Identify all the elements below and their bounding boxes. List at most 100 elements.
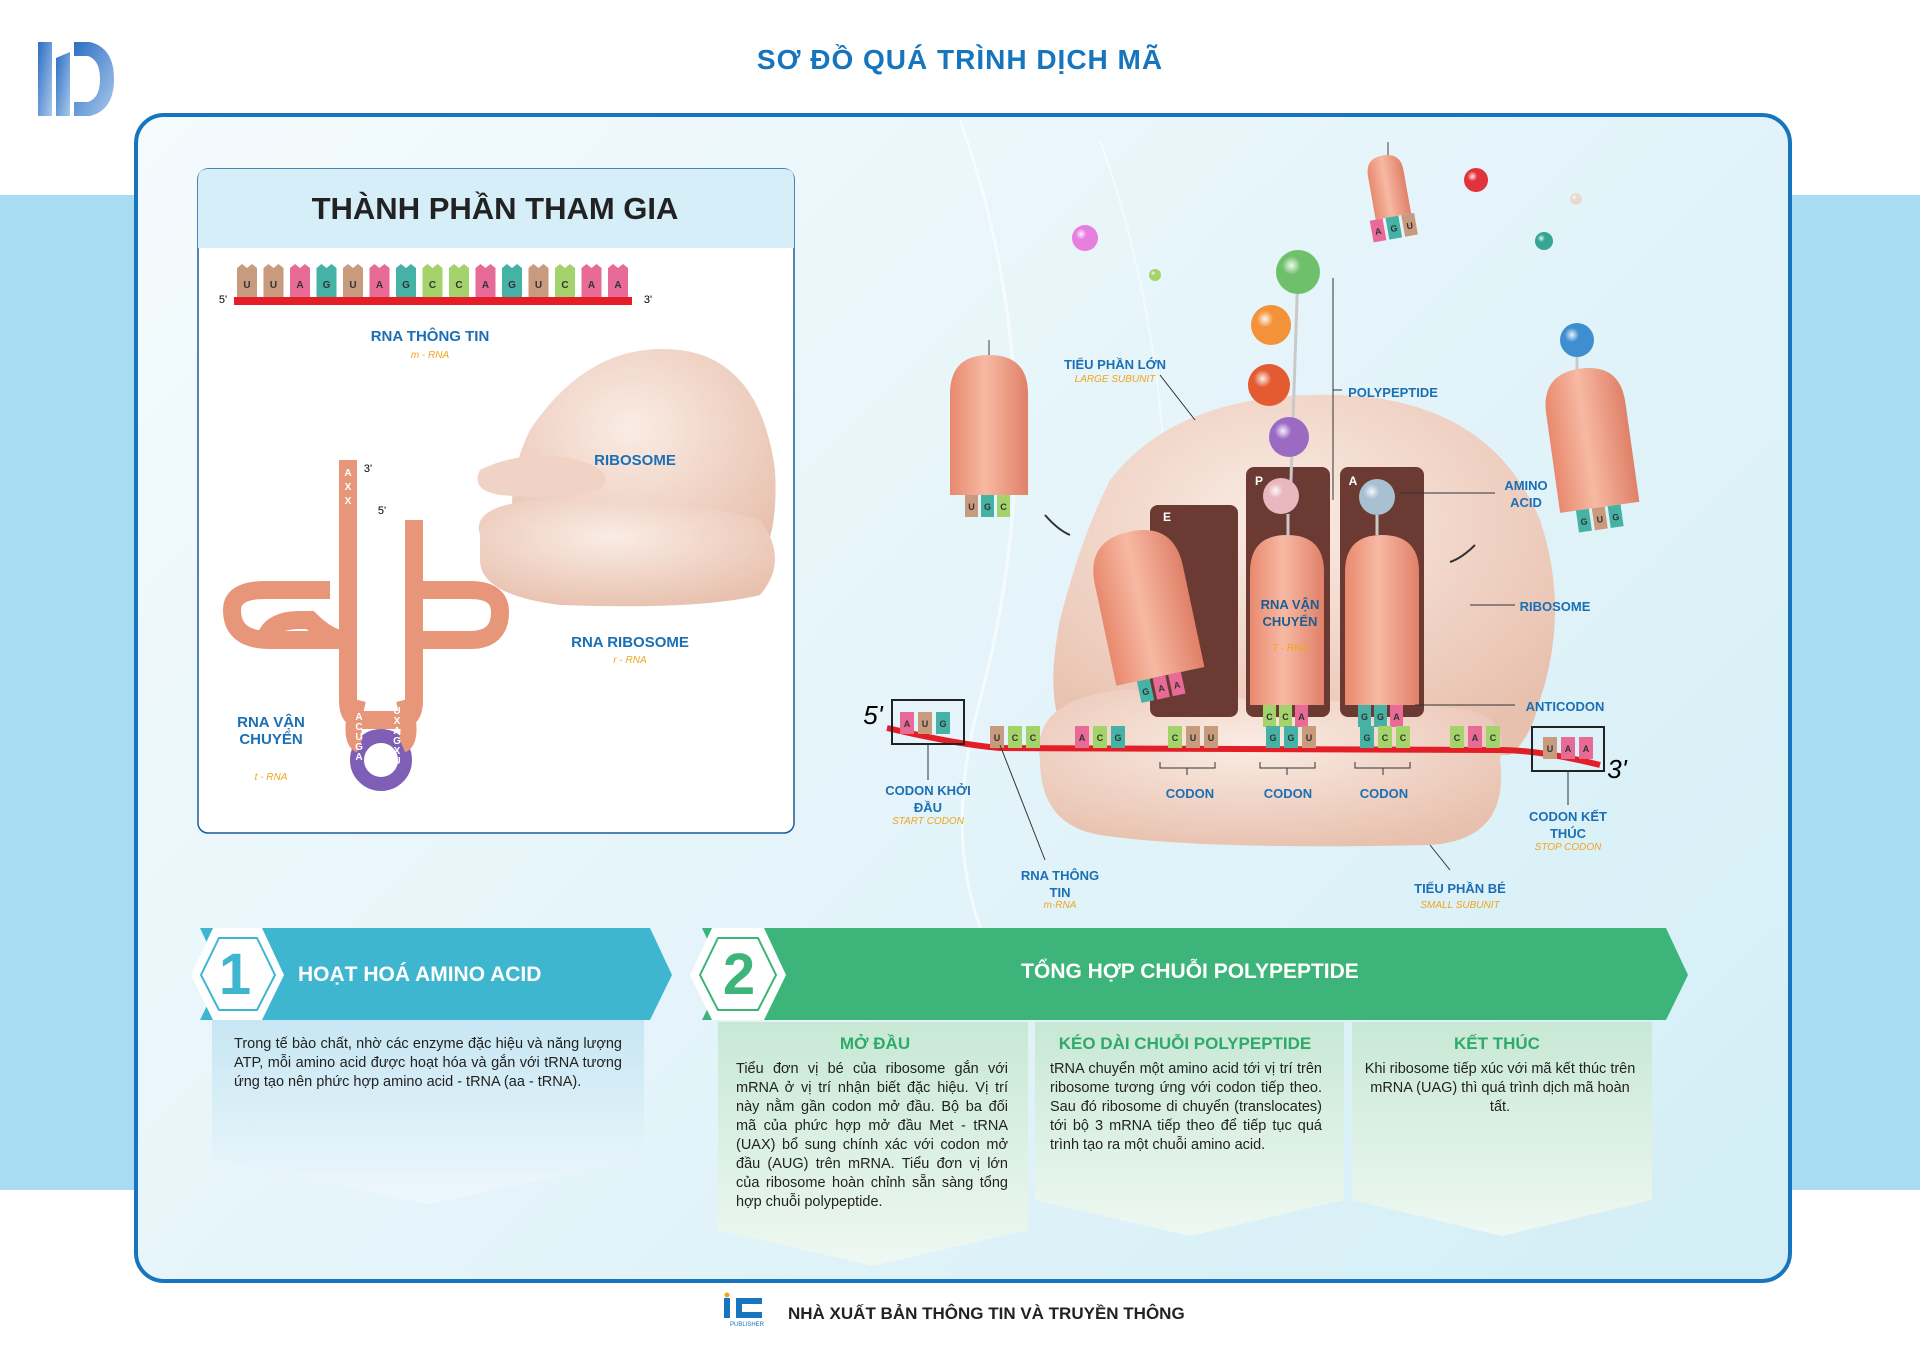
anticodon-base-letter: G xyxy=(984,502,991,512)
codon-label-3: CODON xyxy=(1359,786,1409,801)
mrna-base-letter: G xyxy=(1269,733,1276,743)
amino-acid-label: AMINO ACID xyxy=(1504,478,1548,510)
trna-stem-base: U xyxy=(393,706,401,717)
step1-content-box xyxy=(212,1020,644,1204)
mrna-codon-base: G xyxy=(1360,726,1374,748)
mrna-base-letter: C xyxy=(1172,733,1179,743)
mrna-base-letter: A xyxy=(1079,733,1086,743)
anticodon-base-letter: U xyxy=(968,502,975,512)
step2-section3-title: KẾT THÚC xyxy=(1454,1034,1540,1053)
large-subunit-label: TIỂU PHẦN LỚN xyxy=(1063,357,1167,372)
brand-logo-icon xyxy=(38,42,114,116)
mrna-codon-base: U xyxy=(918,712,932,734)
trna-anticodon-arm xyxy=(345,698,366,753)
step2-section2-title: KÉO DÀI CHUỖI POLYPEPTIDE xyxy=(1058,1034,1312,1053)
mrna-nucleotide: G xyxy=(502,264,522,297)
mrna-codon-base: G xyxy=(936,712,950,734)
trna-stem-base: G xyxy=(355,742,363,753)
panel-trna-cloverleaf xyxy=(222,460,510,791)
mrna-base-letter: C xyxy=(429,280,436,291)
mrna-base-letter: A xyxy=(1472,733,1479,743)
panel-mrna-3-end: 3' xyxy=(643,294,653,306)
trna-anticodon-arm xyxy=(396,698,417,753)
mrna-nucleotide: A xyxy=(369,264,390,297)
mrna-nucleotide: U xyxy=(528,264,549,297)
trna-stem-base: A xyxy=(393,726,401,737)
mrna-base-letter: A xyxy=(482,280,489,291)
mrna-base-letter: U xyxy=(270,280,277,291)
mrna-base-letter: G xyxy=(939,719,946,729)
mrna-nucleotide: A xyxy=(290,264,310,297)
anticodon-base-letter: A xyxy=(1157,683,1166,694)
mrna-base-letter: A xyxy=(296,280,303,291)
mrna-codon-base: U xyxy=(1543,737,1557,759)
anticodon-base-letter: C xyxy=(1282,712,1289,722)
mrna-codon-base: C xyxy=(1008,726,1022,748)
amino-acid-ball xyxy=(1570,193,1582,205)
background-swirl xyxy=(958,119,1022,1001)
step1-text: Trong tế bào chất, nhờ các enzyme đặc hi… xyxy=(234,1036,622,1090)
step1-arrow xyxy=(200,928,672,1020)
anticodon-base-letter: G xyxy=(1141,686,1150,697)
anticodon-base-letter: U xyxy=(1406,220,1414,231)
mrna-codon-base: C xyxy=(1168,726,1182,748)
mrna-base-letter: G xyxy=(323,280,331,291)
trna-acceptor-base: X xyxy=(344,482,352,493)
mrna-base-letter: G xyxy=(1287,733,1294,743)
mrna-base-letter: U xyxy=(243,280,250,291)
trna-stem-base: A xyxy=(355,752,363,763)
mrna-codon-base: C xyxy=(1486,726,1500,748)
amino-acid-ball xyxy=(1464,168,1488,192)
mrna-base-letter: C xyxy=(1012,733,1019,743)
mrna-nucleotide: A xyxy=(475,264,496,297)
mrna-base-letter: C xyxy=(1454,733,1461,743)
polypeptide-link xyxy=(1288,269,1300,511)
mrna-codon-base: U xyxy=(1302,726,1316,748)
step2-section1-title: MỞ ĐẦU xyxy=(839,1034,911,1053)
anticodon-base-letter: G xyxy=(1377,712,1384,722)
amino-acid-ball xyxy=(1149,269,1161,281)
anticodon-base-letter: G xyxy=(1361,712,1368,722)
trna-acceptor-base: X xyxy=(344,496,352,507)
amino-acid-ball xyxy=(1248,364,1290,406)
anticodon-base-letter: A xyxy=(1173,679,1182,690)
mrna-base-letter: C xyxy=(1490,733,1497,743)
mrna-base-letter: G xyxy=(402,280,410,291)
start-codon-en-label: START CODON xyxy=(892,816,964,827)
ribosome-small-subunit xyxy=(478,500,775,607)
amino-acid-ball xyxy=(1276,250,1320,294)
main-mrna-5-end: 5' xyxy=(863,700,883,730)
mrna-codon-base: A xyxy=(900,712,914,734)
mrna-base-letter: C xyxy=(1400,733,1407,743)
panel-trna-sublabel: t - RNA xyxy=(254,772,288,783)
mrna-codon-base: A xyxy=(1561,737,1575,759)
stop-codon-label: CODON KẾT THÚC xyxy=(1529,809,1607,841)
step2-section1-text: Tiểu đơn vị bé của ribosome gắn với mRNA… xyxy=(736,1061,1008,1210)
anticodon-base-letter: G xyxy=(1390,223,1399,234)
mrna-codon-base: C xyxy=(1396,726,1410,748)
step2-section-box-3 xyxy=(1352,1022,1652,1236)
mrna-base-letter: A xyxy=(614,280,621,291)
mrna-base-letter: A xyxy=(1565,744,1572,754)
step2-section-box-2 xyxy=(1035,1022,1344,1236)
mrna-nucleotide: G xyxy=(396,264,416,297)
mrna-backbone xyxy=(234,297,632,305)
trna-stem-base: U xyxy=(393,756,401,767)
step2-badge-ring xyxy=(698,937,778,1011)
mrna-base-letter: G xyxy=(1363,733,1370,743)
mrna-base-letter: G xyxy=(1114,733,1121,743)
main-mrna-3-end: 3' xyxy=(1607,754,1627,784)
mrna-base-letter: U xyxy=(1306,733,1313,743)
step2-number: 2 xyxy=(722,942,756,1007)
mrna-base-letter: A xyxy=(904,719,911,729)
mrna-nucleotide: C xyxy=(555,264,575,297)
publisher-logo: PUBLISHER xyxy=(724,1292,765,1328)
mrna-base-letter: U xyxy=(1547,744,1554,754)
mrna-base-letter: U xyxy=(1190,733,1197,743)
codon-label-1: CODON xyxy=(1165,786,1215,801)
anticodon-base-letter: A xyxy=(1298,712,1305,722)
